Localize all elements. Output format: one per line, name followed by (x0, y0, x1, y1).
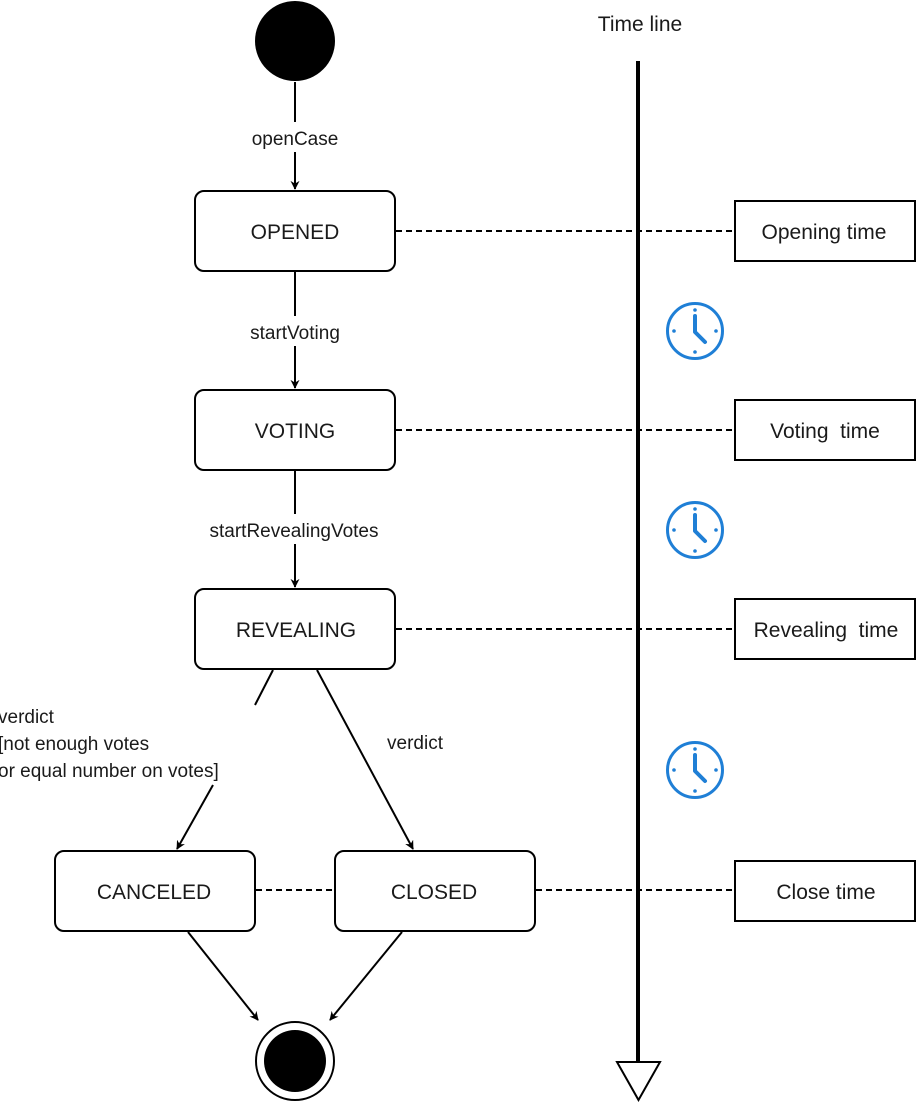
transition-label-verdict-closed: verdict (387, 733, 444, 754)
transition-label-start-revealing-votes: startRevealingVotes (210, 521, 379, 542)
time-box-voting: Voting time (734, 399, 916, 461)
state-canceled: CANCELED (54, 850, 256, 932)
state-opened: OPENED (194, 190, 396, 272)
clock-icon (666, 741, 724, 799)
transition-verdict-canceled: verdict [not enough votes or equal numbe… (0, 669, 274, 850)
time-box-close: Close time (734, 860, 916, 922)
transition-open-case: openCase (252, 82, 339, 190)
state-voting: VOTING (194, 389, 396, 471)
time-label-revealing: Revealing time (754, 619, 899, 642)
clock-icon (666, 302, 724, 360)
transition-canceled-final (187, 931, 259, 1021)
transition-label-verdict-canceled-2: [not enough votes (0, 734, 149, 755)
time-label-close: Close time (776, 881, 875, 904)
transition-label-start-voting: startVoting (250, 323, 340, 344)
transition-start-voting: startVoting (250, 271, 340, 389)
time-label-voting: Voting time (770, 420, 880, 443)
time-box-revealing: Revealing time (734, 598, 916, 660)
state-label-canceled: CANCELED (97, 881, 211, 904)
timeline-arrowhead (615, 1061, 662, 1102)
timeline-title: Time line (598, 13, 682, 36)
state-label-revealing: REVEALING (236, 619, 356, 642)
transition-label-open-case: openCase (252, 129, 339, 150)
state-label-closed: CLOSED (391, 881, 477, 904)
transition-verdict-closed: verdict (316, 669, 444, 850)
state-closed: CLOSED (334, 850, 536, 932)
initial-state (255, 1, 335, 81)
state-label-voting: VOTING (255, 420, 336, 443)
final-state (255, 1021, 335, 1101)
time-box-opening: Opening time (734, 200, 916, 262)
transition-closed-final (329, 931, 403, 1021)
state-revealing: REVEALING (194, 588, 396, 670)
time-label-opening: Opening time (762, 221, 887, 244)
transition-label-verdict-canceled-3: or equal number on votes] (0, 761, 219, 782)
transition-start-revealing-votes: startRevealingVotes (210, 470, 379, 588)
state-label-opened: OPENED (251, 221, 340, 244)
transition-label-verdict-canceled-1: verdict (0, 707, 55, 728)
clock-icon (666, 501, 724, 559)
